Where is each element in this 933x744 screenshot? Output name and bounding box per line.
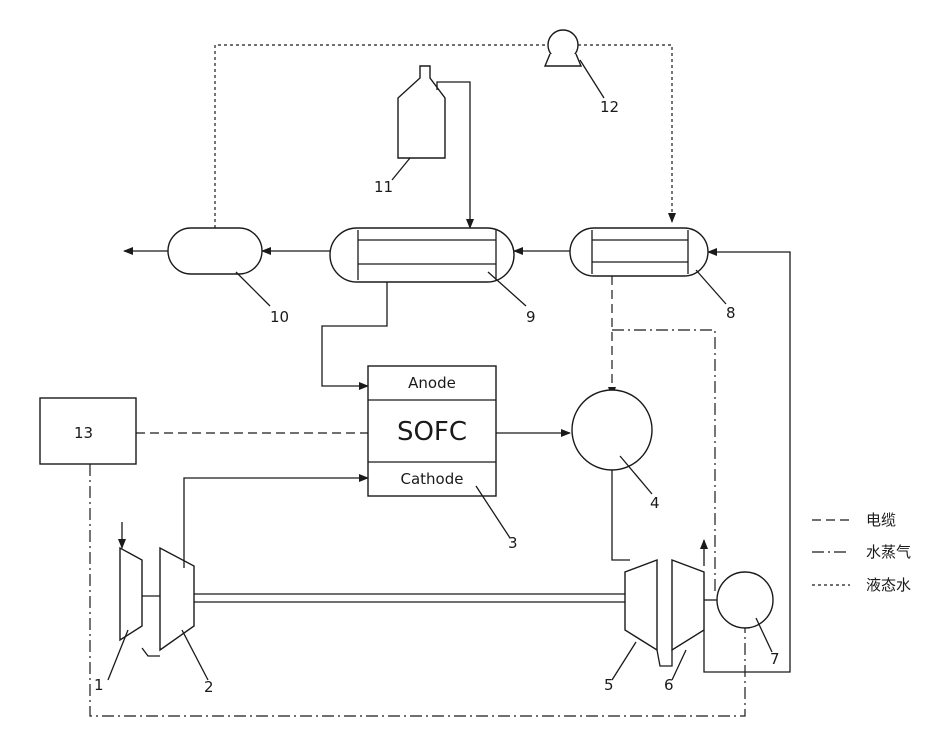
turbine-2 [142,478,368,680]
label-12: 12 [600,98,619,116]
compressor-1 [108,522,142,680]
pump-7 [704,572,773,652]
label-11: 11 [374,178,393,196]
label-1: 1 [94,676,104,694]
label-3: 3 [508,534,518,552]
label-10: 10 [270,308,289,326]
label-5: 5 [604,676,614,694]
cathode-label: Cathode [401,470,464,488]
label-4: 4 [650,494,660,512]
label-2: 2 [204,678,214,696]
line-4-to-turbine [612,470,630,560]
anode-label: Anode [408,374,456,392]
legend-electric-label: 电缆 [866,511,896,529]
separator-10 [124,228,270,306]
turbine-5 [612,560,657,680]
label-8: 8 [726,304,736,322]
legend: 电缆 水蒸气 液态水 [812,511,911,594]
tank-11 [392,66,470,228]
heat-exchanger-9 [262,228,526,306]
pump-12 [545,30,604,98]
shaft [142,594,625,602]
heat-exchanger-8 [514,228,726,304]
label-6: 6 [664,676,674,694]
label-13: 13 [74,424,93,442]
legend-steam-label: 水蒸气 [866,543,911,561]
label-9: 9 [526,308,536,326]
turbine-6 [657,540,704,680]
label-7: 7 [770,650,780,668]
sofc-label: SOFC [397,417,467,447]
legend-water-label: 液态水 [866,576,911,594]
